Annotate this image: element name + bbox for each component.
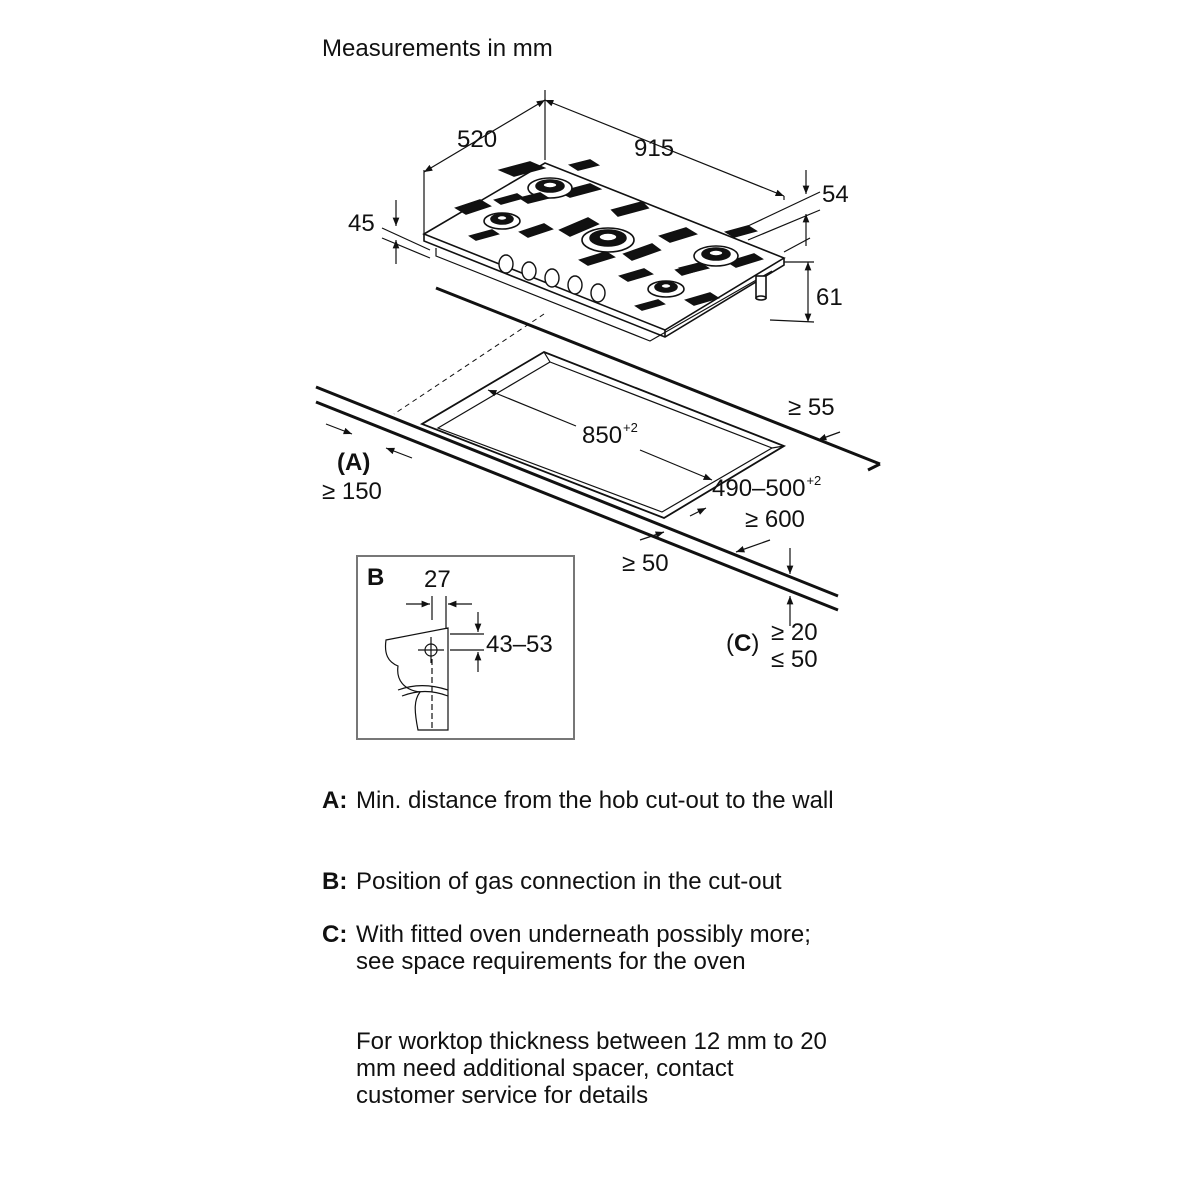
support-height-label: 54 bbox=[822, 181, 849, 208]
worktop-note: For worktop thickness between 12 mm to 2… bbox=[356, 1028, 827, 1109]
control-knobs bbox=[498, 254, 606, 303]
worktop-thickness-max: ≤ 50 bbox=[771, 646, 818, 673]
width-dim-line bbox=[544, 99, 785, 197]
hob-dimensions bbox=[381, 90, 821, 323]
legend-text: Position of gas connection in the cut-ou… bbox=[356, 868, 782, 895]
gas-connection-stub bbox=[755, 275, 767, 299]
worktop-thickness-tag: (C) bbox=[726, 630, 760, 657]
burner-front-right bbox=[618, 262, 720, 311]
legend-text: Min. distance from the hob cut-out to th… bbox=[356, 787, 834, 814]
hob bbox=[422, 159, 786, 342]
width-label: 915 bbox=[634, 135, 675, 162]
cutout bbox=[419, 351, 787, 519]
detail-b-box bbox=[356, 555, 575, 740]
wall-clearance-tag: (A) bbox=[337, 449, 371, 476]
burner-center bbox=[558, 201, 662, 266]
detail-b-label: B bbox=[367, 564, 385, 591]
cutout-width-tolerance: +2 bbox=[623, 420, 638, 435]
cutout-width-value: 850 bbox=[582, 422, 623, 449]
worktop-depth-label: ≥ 600 bbox=[745, 506, 805, 533]
worktop bbox=[315, 286, 881, 612]
worktop-dimensions bbox=[325, 423, 841, 626]
worktop-thickness-tag-letter: C bbox=[734, 630, 752, 657]
legend-key: B: bbox=[322, 868, 348, 895]
hob-body bbox=[435, 248, 773, 342]
cutout-depth-label: 490–500+2 bbox=[712, 474, 821, 501]
front-clearance-label: ≥ 50 bbox=[622, 550, 669, 577]
total-height-label: 61 bbox=[816, 284, 843, 311]
page-title: Measurements in mm bbox=[322, 35, 553, 62]
gas-offset-x-label: 27 bbox=[424, 566, 451, 593]
burner-front-left bbox=[454, 192, 554, 241]
gas-offset-y-label: 43–53 bbox=[486, 631, 553, 658]
burner-back-right bbox=[658, 225, 764, 276]
cutout-depth-tolerance: +2 bbox=[806, 473, 822, 488]
cutout-width-label: 850+2 bbox=[582, 421, 638, 448]
legend-key: A: bbox=[322, 787, 348, 814]
depth-dim-line bbox=[423, 99, 546, 173]
worktop-thickness-min: ≥ 20 bbox=[771, 619, 818, 646]
depth-label: 520 bbox=[457, 126, 498, 153]
back-clearance-label: ≥ 55 bbox=[788, 394, 835, 421]
cutout-depth-value: 490–500 bbox=[712, 475, 806, 502]
wall-clearance-label: ≥ 150 bbox=[322, 478, 382, 505]
glass-thickness-label: 45 bbox=[348, 210, 375, 237]
diagram-drawing bbox=[315, 90, 881, 740]
legend-key: C: bbox=[322, 921, 348, 948]
legend-text: With fitted oven underneath possibly mor… bbox=[356, 921, 811, 975]
